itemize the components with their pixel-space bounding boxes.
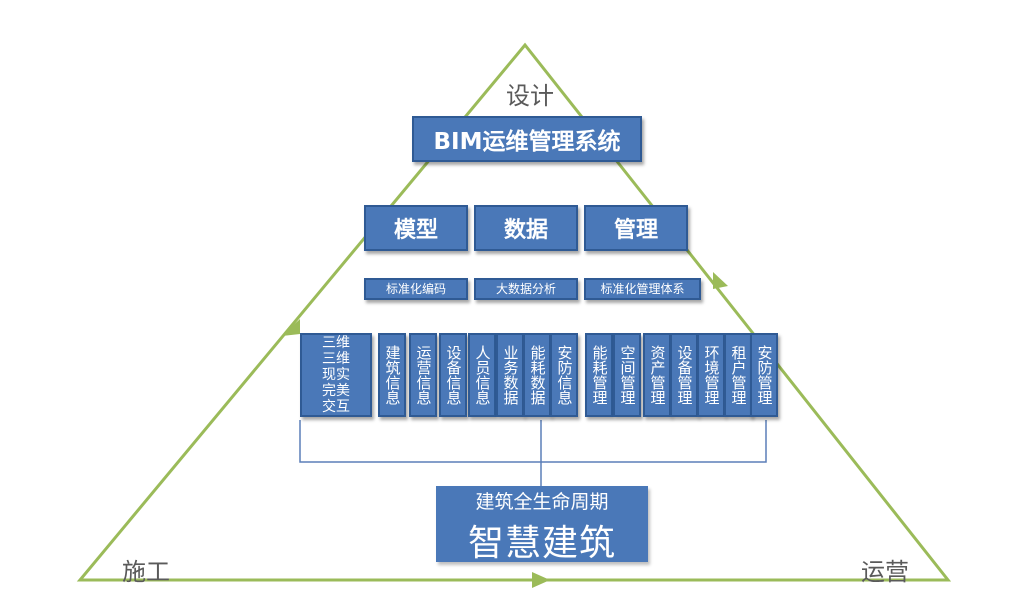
- data-column-personnel-info: 人员信息: [468, 333, 496, 417]
- triangle-outline: [76, 42, 952, 582]
- smart-building-title: 智慧建筑: [467, 523, 616, 564]
- corner-design-label: 设计: [506, 82, 554, 110]
- mgmt-column-equipment: 设备管理: [670, 333, 698, 417]
- mgmt-column-space: 空间管理: [613, 333, 641, 417]
- data-column-energy-data: 能耗数据: [523, 333, 551, 417]
- model-3d-column: 三维 三维 现实 完美 交互: [300, 333, 372, 417]
- mgmt-column-energy: 能耗管理: [585, 333, 613, 417]
- arrow-bottom-edge: [532, 572, 550, 588]
- lifecycle-subtitle: 建筑全生命周期: [475, 491, 609, 513]
- smart-building-box: 建筑全生命周期 智慧建筑: [436, 486, 648, 564]
- data-column-building-info: 建筑信息: [378, 333, 406, 417]
- corner-construction-label: 施工: [122, 558, 170, 586]
- data-column-business-data: 业务数据: [496, 333, 524, 417]
- mgmt-column-asset: 资产管理: [643, 333, 671, 417]
- data-column-equipment-info: 设备信息: [439, 333, 467, 417]
- corner-operation-label: 运营: [861, 558, 909, 586]
- sub-big-data-analysis: 大数据分析: [474, 278, 578, 300]
- sub-standard-management: 标准化管理体系: [584, 278, 701, 300]
- arrow-left-edge: [282, 319, 300, 336]
- mgmt-column-security: 安防管理: [750, 333, 778, 417]
- data-column-security-info: 安防信息: [550, 333, 578, 417]
- data-column-operation-info: 运营信息: [409, 333, 437, 417]
- pillar-data: 数据: [474, 205, 578, 251]
- mgmt-column-tenant: 租户管理: [724, 333, 752, 417]
- connector-bracket: [299, 420, 767, 463]
- mgmt-column-environment: 环境管理: [697, 333, 725, 417]
- pillar-model: 模型: [364, 205, 468, 251]
- arrow-right-edge: [713, 272, 728, 289]
- pillar-management: 管理: [584, 205, 688, 251]
- sub-standard-coding: 标准化编码: [364, 278, 468, 300]
- system-title-box: BIM运维管理系统: [412, 116, 642, 162]
